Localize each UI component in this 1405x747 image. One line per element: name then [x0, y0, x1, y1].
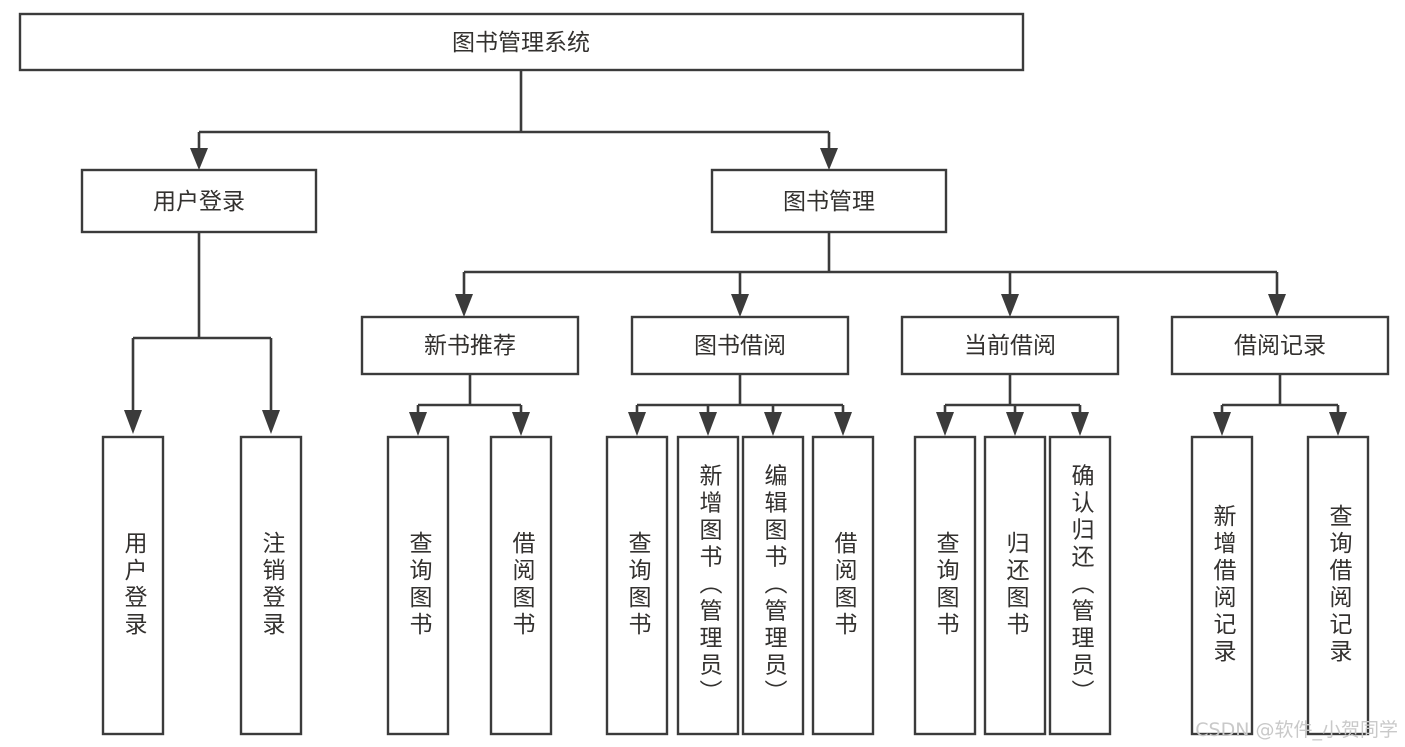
node-leaf-query-record-label: 查询借阅记录	[1325, 504, 1353, 666]
node-book-manage[interactable]: 图书管理	[710, 168, 948, 234]
node-leaf-return-book[interactable]: 归还图书	[983, 435, 1047, 736]
node-leaf-query-record[interactable]: 查询借阅记录	[1306, 435, 1370, 736]
arrow-head-leaf-query-record	[1329, 412, 1347, 436]
node-leaf-user-login-label: 用户登录	[120, 531, 148, 639]
node-leaf-edit-book-box[interactable]	[741, 435, 805, 736]
node-leaf-confirm-return-label: 确认归还（管理员）	[1067, 464, 1095, 707]
node-leaf-query-book-2[interactable]: 查询图书	[605, 435, 669, 736]
node-leaf-user-login-box[interactable]	[101, 435, 165, 736]
node-leaf-query-book-1[interactable]: 查询图书	[386, 435, 450, 736]
node-book-borrow[interactable]: 图书借阅	[630, 315, 850, 376]
arrow-head-leaf-add-book	[699, 412, 717, 436]
node-leaf-borrow-book-2-label: 借阅图书	[830, 531, 858, 639]
node-leaf-user-login[interactable]: 用户登录	[101, 435, 165, 736]
node-current-borrow-label: 当前借阅	[964, 333, 1056, 359]
node-leaf-add-book-label: 新增图书（管理员）	[695, 464, 723, 707]
node-user-login-label: 用户登录	[153, 189, 245, 215]
node-leaf-query-book-3[interactable]: 查询图书	[913, 435, 977, 736]
node-leaf-borrow-book-1-label: 借阅图书	[508, 531, 536, 639]
node-leaf-borrow-book-1[interactable]: 借阅图书	[489, 435, 553, 736]
node-leaf-edit-book-label: 编辑图书（管理员）	[760, 464, 788, 707]
node-book-borrow-box[interactable]	[630, 315, 850, 376]
arrow-head-new-book-recommend	[455, 294, 473, 317]
arrow-head-leaf-add-record	[1213, 412, 1231, 436]
arrow-head-leaf-borrow-book-1	[512, 412, 530, 436]
arrow-head-current-borrow	[1001, 294, 1019, 317]
node-leaf-add-record-box[interactable]	[1190, 435, 1254, 736]
node-book-manage-label: 图书管理	[783, 189, 875, 215]
node-leaf-borrow-book-1-box[interactable]	[489, 435, 553, 736]
node-leaf-return-book-box[interactable]	[983, 435, 1047, 736]
node-leaf-query-book-3-label: 查询图书	[932, 531, 960, 639]
node-leaf-add-record-label: 新增借阅记录	[1209, 504, 1237, 666]
node-leaf-query-book-2-box[interactable]	[605, 435, 669, 736]
arrow-head-leaf-query-book-2	[628, 412, 646, 436]
node-leaf-return-book-label: 归还图书	[1002, 531, 1030, 639]
node-leaf-confirm-return-box[interactable]	[1048, 435, 1112, 736]
node-leaf-query-book-3-box[interactable]	[913, 435, 977, 736]
node-leaf-add-record[interactable]: 新增借阅记录	[1190, 435, 1254, 736]
node-leaf-add-book[interactable]: 新增图书（管理员）	[676, 435, 740, 736]
watermark-label: CSDN @软件_小贺同学	[1195, 719, 1398, 741]
node-leaf-query-book-1-box[interactable]	[386, 435, 450, 736]
node-book-manage-box[interactable]	[710, 168, 948, 234]
node-new-book-recommend-label: 新书推荐	[424, 333, 516, 359]
arrow-head-leaf-borrow-book-2	[834, 412, 852, 436]
node-leaf-logout-box[interactable]	[239, 435, 303, 736]
node-leaf-borrow-book-2[interactable]: 借阅图书	[811, 435, 875, 736]
arrow-head-book-manage	[820, 148, 838, 170]
node-user-login-box[interactable]	[80, 168, 318, 234]
node-borrow-record-box[interactable]	[1170, 315, 1390, 376]
arrow-head-leaf-query-book-1	[409, 412, 427, 436]
node-leaf-query-book-1-label: 查询图书	[405, 531, 433, 639]
arrow-head-leaf-edit-book	[764, 412, 782, 436]
node-root-box[interactable]	[18, 12, 1025, 72]
arrow-head-leaf-return-book	[1006, 412, 1024, 436]
arrow-head-leaf-confirm-return	[1071, 412, 1089, 436]
arrow-head-user-login	[190, 148, 208, 170]
node-leaf-query-book-2-label: 查询图书	[624, 531, 652, 639]
node-root-label: 图书管理系统	[452, 30, 590, 56]
node-leaf-confirm-return[interactable]: 确认归还（管理员）	[1048, 435, 1112, 736]
arrow-head-book-borrow	[731, 294, 749, 317]
arrow-head-leaf-user-login	[124, 410, 142, 434]
node-leaf-logout[interactable]: 注销登录	[239, 435, 303, 736]
node-new-book-recommend[interactable]: 新书推荐	[360, 315, 580, 376]
node-leaf-logout-label: 注销登录	[258, 531, 286, 639]
connector-layer	[124, 70, 1347, 436]
node-leaf-query-record-box[interactable]	[1306, 435, 1370, 736]
node-borrow-record-label: 借阅记录	[1234, 333, 1326, 359]
node-new-book-recommend-box[interactable]	[360, 315, 580, 376]
arrow-head-borrow-record	[1268, 294, 1286, 317]
node-borrow-record[interactable]: 借阅记录	[1170, 315, 1390, 376]
node-current-borrow[interactable]: 当前借阅	[900, 315, 1120, 376]
node-root[interactable]: 图书管理系统	[18, 12, 1025, 72]
node-user-login[interactable]: 用户登录	[80, 168, 318, 234]
node-current-borrow-box[interactable]	[900, 315, 1120, 376]
arrow-head-leaf-logout	[262, 410, 280, 434]
node-leaf-edit-book[interactable]: 编辑图书（管理员）	[741, 435, 805, 736]
arrow-head-leaf-query-book-3	[936, 412, 954, 436]
node-leaf-add-book-box[interactable]	[676, 435, 740, 736]
node-leaf-borrow-book-2-box[interactable]	[811, 435, 875, 736]
node-book-borrow-label: 图书借阅	[694, 333, 786, 359]
